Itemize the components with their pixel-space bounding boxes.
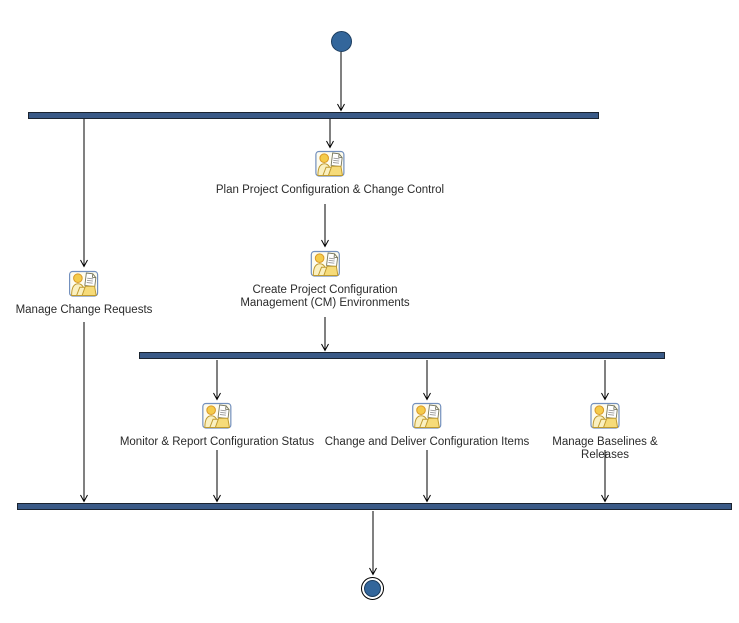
edge-fork-middle-to-change-deliver	[423, 360, 431, 401]
activity-manage-baselines-releases[interactable]: Manage Baselines & Releases	[538, 402, 672, 462]
edge-change-deliver-to-join	[423, 450, 431, 503]
workers-document-icon[interactable]	[412, 402, 442, 430]
edge-fork-middle-to-baselines	[601, 360, 609, 401]
edge-fork-top-to-plan	[326, 119, 334, 149]
activity-monitor-report-configuration-status[interactable]: Monitor & Report Configuration Status	[120, 402, 314, 449]
workers-document-icon[interactable]	[310, 250, 340, 278]
activity-manage-change-requests[interactable]: Manage Change Requests	[15, 270, 153, 317]
edge-create-cm-to-fork-middle	[321, 317, 329, 352]
fork-bar-middle	[139, 352, 665, 359]
edge-monitor-to-join	[213, 450, 221, 503]
activity-label[interactable]: Manage Change Requests	[15, 304, 153, 316]
activity-label[interactable]: Monitor & Report Configuration Status	[119, 436, 315, 448]
fork-bar-top	[28, 112, 599, 119]
edge-plan-to-create-cm	[321, 204, 329, 248]
activity-final-node	[361, 577, 384, 600]
edge-baselines-to-join	[601, 450, 609, 503]
workers-document-icon[interactable]	[315, 150, 345, 178]
edge-fork-top-to-manage-change-requests	[80, 119, 88, 268]
workers-document-icon[interactable]	[590, 402, 620, 430]
activity-change-deliver-configuration-items[interactable]: Change and Deliver Configuration Items	[324, 402, 530, 449]
edge-join-to-final	[369, 511, 377, 576]
activity-plan-project-configuration[interactable]: Plan Project Configuration & Change Cont…	[216, 150, 444, 197]
edge-fork-middle-to-monitor	[213, 360, 221, 401]
activity-final-inner-dot	[364, 580, 381, 597]
workers-document-icon[interactable]	[69, 270, 99, 298]
join-bar-bottom	[17, 503, 732, 510]
activity-label[interactable]: Manage Baselines & Releases	[552, 436, 658, 461]
activity-create-cm-environments[interactable]: Create Project Configuration Management …	[240, 250, 410, 310]
workers-document-icon[interactable]	[202, 402, 232, 430]
initial-node	[331, 31, 352, 52]
edge-initial-to-fork-top	[337, 52, 345, 112]
activity-label[interactable]: Change and Deliver Configuration Items	[324, 436, 530, 448]
activity-label[interactable]: Create Project Configuration Management …	[240, 284, 410, 309]
edge-manage-change-requests-to-join	[80, 322, 88, 503]
activity-label[interactable]: Plan Project Configuration & Change Cont…	[215, 184, 445, 196]
